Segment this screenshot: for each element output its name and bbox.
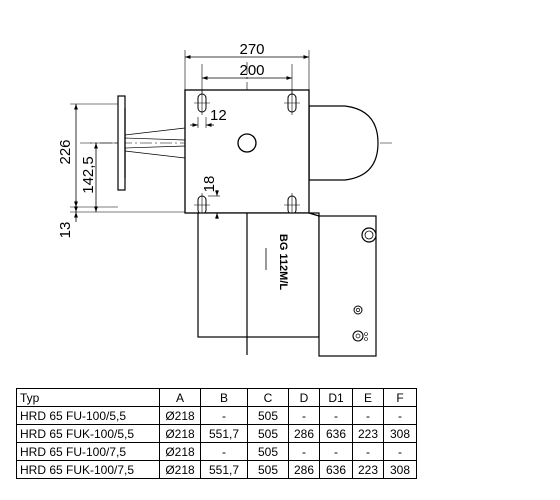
dimension-lines bbox=[74, 55, 309, 222]
cell-b: 551,7 bbox=[200, 424, 248, 443]
cell-c: 505 bbox=[247, 424, 289, 443]
table-header-row: Typ A B C D D1 E F bbox=[16, 388, 417, 407]
cell-a: Ø218 bbox=[159, 406, 201, 425]
cell-b: - bbox=[200, 442, 248, 461]
col-header-b: B bbox=[200, 388, 248, 407]
cell-d1: - bbox=[319, 442, 353, 461]
dim-bottom-offset: 13 bbox=[57, 222, 74, 239]
cell-c: 505 bbox=[247, 442, 289, 461]
col-header-e: E bbox=[352, 388, 384, 407]
table-row: HRD 65 FUK-100/7,5 Ø218 551,7 505 286 63… bbox=[16, 460, 417, 479]
cell-a: Ø218 bbox=[159, 424, 201, 443]
table-row: HRD 65 FUK-100/5,5 Ø218 551,7 505 286 63… bbox=[16, 424, 417, 443]
cell-typ: HRD 65 FU-100/5,5 bbox=[16, 406, 160, 425]
col-header-d: D bbox=[288, 388, 320, 407]
cell-a: Ø218 bbox=[159, 460, 201, 479]
cell-d: 286 bbox=[288, 424, 320, 443]
table-row: HRD 65 FU-100/7,5 Ø218 - 505 - - - - bbox=[16, 442, 417, 461]
dim-slot-offset: 12 bbox=[210, 107, 227, 124]
cell-b: 551,7 bbox=[200, 460, 248, 479]
cell-d: 286 bbox=[288, 460, 320, 479]
motor-cover bbox=[308, 105, 379, 181]
terminal-fittings bbox=[352, 227, 377, 342]
cell-e: - bbox=[352, 442, 384, 461]
cell-f: 308 bbox=[383, 424, 417, 443]
dim-inner-width: 200 bbox=[239, 62, 264, 79]
dim-slot-height: 18 bbox=[201, 176, 218, 193]
cell-e: - bbox=[352, 406, 384, 425]
cell-d1: 636 bbox=[319, 424, 353, 443]
cell-e: 223 bbox=[352, 424, 384, 443]
table-row: HRD 65 FU-100/5,5 Ø218 - 505 - - - - bbox=[16, 406, 417, 425]
slotted-holes bbox=[194, 91, 300, 217]
cell-f: - bbox=[383, 406, 417, 425]
col-header-f: F bbox=[383, 388, 417, 407]
dimension-table: Typ A B C D D1 E F HRD 65 FU-100/5,5 Ø21… bbox=[16, 388, 417, 479]
cell-d: - bbox=[288, 442, 320, 461]
cell-d: - bbox=[288, 406, 320, 425]
cell-typ: HRD 65 FU-100/7,5 bbox=[16, 442, 160, 461]
cell-c: 505 bbox=[247, 460, 289, 479]
dim-overall-height: 226 bbox=[57, 139, 74, 164]
cell-f: 308 bbox=[383, 460, 417, 479]
cell-a: Ø218 bbox=[159, 442, 201, 461]
col-header-typ: Typ bbox=[16, 388, 160, 407]
cell-f: - bbox=[383, 442, 417, 461]
cell-typ: HRD 65 FUK-100/5,5 bbox=[16, 424, 160, 443]
dim-overall-width: 270 bbox=[239, 41, 264, 58]
cell-typ: HRD 65 FUK-100/7,5 bbox=[16, 460, 160, 479]
technical-drawing: 270 200 12 226 142,5 18 13 BG 112M/L bbox=[57, 41, 392, 357]
housing-label: BG 112M/L bbox=[277, 234, 289, 291]
cell-b: - bbox=[200, 406, 248, 425]
col-header-c: C bbox=[247, 388, 289, 407]
cell-c: 505 bbox=[247, 406, 289, 425]
col-header-a: A bbox=[159, 388, 201, 407]
dim-axis-height: 142,5 bbox=[80, 156, 97, 194]
cell-d1: - bbox=[319, 406, 353, 425]
cell-d1: 636 bbox=[319, 460, 353, 479]
cell-e: 223 bbox=[352, 460, 384, 479]
col-header-d1: D1 bbox=[319, 388, 353, 407]
